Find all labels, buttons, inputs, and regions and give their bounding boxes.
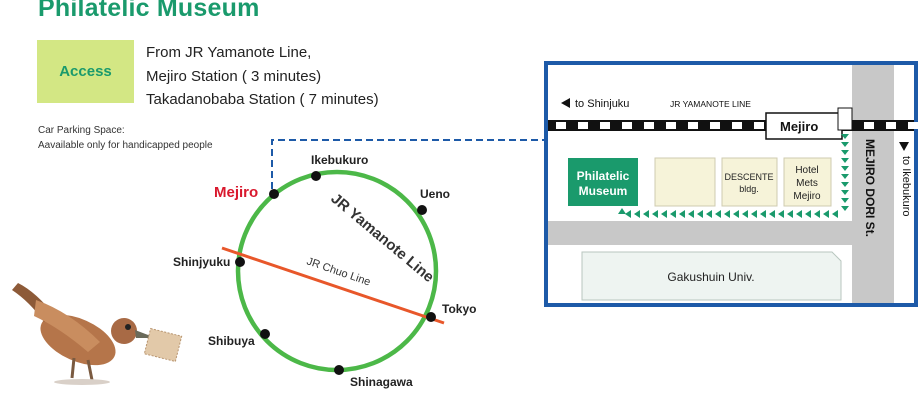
station-dot-ikebukuro bbox=[311, 171, 321, 181]
access-line-1: From JR Yamanote Line, bbox=[146, 44, 312, 61]
arrow-left-icon bbox=[561, 98, 570, 108]
descente-label-line-2: bldg. bbox=[739, 184, 759, 194]
station-dot-shinagawa bbox=[334, 365, 344, 375]
street-map: Mejiro to Shinjuku JR YAMANOTE LINE MEJI… bbox=[544, 61, 918, 307]
station-dot-mejiro bbox=[269, 189, 279, 199]
philatelic-museum-building bbox=[568, 158, 638, 206]
railway-track bbox=[556, 122, 918, 129]
station-label-shinagawa: Shinagawa bbox=[350, 375, 413, 389]
access-label: Access bbox=[59, 63, 112, 80]
station-label-mejiro: Mejiro bbox=[214, 184, 258, 201]
museum-label-line-2: Museum bbox=[579, 184, 628, 198]
gakushuin-univ-area bbox=[581, 251, 842, 301]
parking-line-2: Aavailable only for handicapped people bbox=[38, 140, 213, 151]
chuo-line bbox=[221, 246, 445, 325]
access-line-2: Mejiro Station ( 3 minutes) bbox=[146, 67, 322, 85]
descente-label-line-1: DESCENTE bbox=[724, 172, 773, 182]
arrow-down-icon bbox=[899, 142, 909, 151]
station-label-shibuya: Shibuya bbox=[208, 334, 255, 348]
hotel-building bbox=[783, 157, 832, 207]
descente-building bbox=[721, 157, 778, 207]
station-label-ueno: Ueno bbox=[420, 187, 450, 201]
station-dot-ueno bbox=[417, 205, 427, 215]
hotel-label-line-1: Hotel bbox=[795, 165, 818, 176]
mejiro-station-box bbox=[765, 112, 843, 140]
parking-note: Car Parking Space: Aavailable only for h… bbox=[38, 123, 213, 153]
mejiro-dori-road bbox=[852, 65, 894, 303]
station-label-tokyo: Tokyo bbox=[442, 302, 476, 316]
hotel-label-line-3: Mejiro bbox=[793, 191, 821, 202]
parking-line-1: Car Parking Space: bbox=[38, 125, 125, 136]
to-ikebukuro-label: to Ikebukuro bbox=[900, 156, 912, 217]
station-label-ikebukuro: Ikebukuro bbox=[311, 153, 368, 167]
to-shinjuku-label: to Shinjuku bbox=[575, 98, 629, 110]
access-directions: From JR Yamanote Line, Mejiro Station ( … bbox=[146, 41, 379, 112]
museum-label-line-1: Philatelic bbox=[577, 169, 630, 183]
access-badge: Access bbox=[37, 40, 134, 103]
station-dot-shibuya bbox=[260, 329, 270, 339]
walking-route bbox=[618, 134, 849, 218]
station-dot-tokyo bbox=[426, 312, 436, 322]
mejiro-dori-label: MEJIRO DORI St. bbox=[863, 139, 877, 237]
chuo-line-label: JR Chuo Line bbox=[305, 255, 372, 288]
horizontal-road bbox=[548, 221, 852, 245]
station-dot-shinjyuku bbox=[235, 257, 245, 267]
university-label: Gakushuin Univ. bbox=[667, 270, 754, 284]
page-title: Philatelic Museum bbox=[38, 0, 260, 22]
rail-line-label: JR YAMANOTE LINE bbox=[670, 99, 751, 109]
station-label-shinjyuku: Shinjyuku bbox=[173, 255, 230, 269]
building-blank bbox=[654, 157, 716, 207]
mejiro-station-label: Mejiro bbox=[780, 119, 818, 134]
access-line-3: Takadanobaba Station ( 7 minutes) bbox=[146, 91, 379, 108]
hotel-label-line-2: Mets bbox=[796, 178, 818, 189]
bird-illustration bbox=[12, 283, 183, 385]
map-connector-line bbox=[271, 139, 545, 189]
